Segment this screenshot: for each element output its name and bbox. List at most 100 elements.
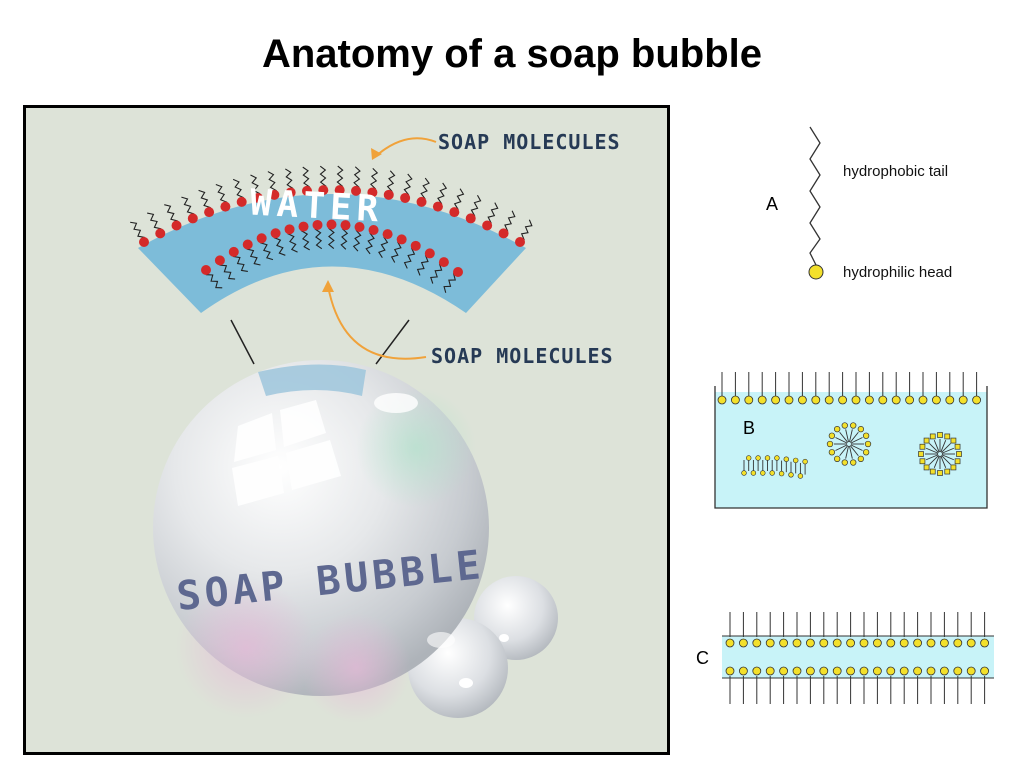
soap-molecule-layers <box>130 165 533 293</box>
film-top-head <box>966 638 976 648</box>
surface-head <box>972 395 982 405</box>
molecule-head <box>256 233 267 244</box>
hydrophobic-tail <box>809 126 821 266</box>
micelle-tail <box>941 443 951 453</box>
molecule-head <box>396 234 407 245</box>
micelle-tail <box>850 437 863 444</box>
iridescence-pink-2 <box>301 613 411 723</box>
micelle-tail <box>849 445 853 459</box>
micelle-head <box>937 432 943 438</box>
cluster-head <box>797 473 804 479</box>
iridescence-green <box>356 388 476 508</box>
surface-head <box>730 395 740 405</box>
molecule-head <box>482 220 493 231</box>
cluster-head <box>745 455 752 461</box>
micelle-tail <box>929 455 939 465</box>
surface-head <box>757 395 767 405</box>
surface-head <box>744 395 754 405</box>
page-title: Anatomy of a soap bubble <box>261 32 763 76</box>
micelle-head <box>864 440 872 448</box>
micelle-tail <box>849 431 859 443</box>
micelle-1 <box>826 422 872 466</box>
micelle-tail <box>849 445 859 457</box>
film-top-head <box>859 638 869 648</box>
film-bottom-head <box>738 666 748 676</box>
film-bottom-head <box>926 666 936 676</box>
micelle-head <box>944 468 951 475</box>
cluster-head <box>788 472 794 478</box>
film-top-head <box>725 638 735 648</box>
cluster-head <box>760 470 766 476</box>
cluster-head <box>792 457 799 464</box>
micelle-head <box>954 458 961 465</box>
micelle-head <box>956 451 962 457</box>
molecule-head <box>220 201 231 212</box>
hydrophilic-head-label: hydrophilic head <box>843 264 953 281</box>
film-top-head <box>738 638 748 648</box>
molecule-head <box>453 267 463 277</box>
micelle-tail <box>835 444 848 451</box>
micelle-tail <box>940 439 947 453</box>
molecule-head <box>187 213 198 224</box>
surface-head <box>945 395 955 405</box>
molecule-head <box>214 255 225 266</box>
micelle-head <box>828 449 836 456</box>
molecule-head <box>269 189 280 200</box>
micelle-head <box>923 437 930 444</box>
surface-head <box>824 395 834 405</box>
micelle-head <box>923 464 930 471</box>
film-bottom-head <box>846 666 856 676</box>
molecule-head <box>236 196 247 207</box>
film-bottom-head <box>792 666 802 676</box>
window-reflection <box>232 400 341 506</box>
panel-c-letter: C <box>696 648 709 668</box>
film-bottom-head <box>953 666 963 676</box>
molecule-head <box>155 228 166 239</box>
molecule-head <box>334 185 345 196</box>
cluster-head <box>769 470 775 476</box>
micelle-head <box>918 451 924 457</box>
bubble-highlight <box>374 393 418 413</box>
film-top-head <box>886 638 896 648</box>
surface-head <box>784 395 794 405</box>
film-bottom-head <box>966 666 976 676</box>
film-top-head <box>899 638 909 648</box>
molecule-head <box>171 220 182 231</box>
hydrophilic-head <box>808 264 824 280</box>
micelle-head <box>834 455 841 463</box>
micelle-tail <box>845 429 849 443</box>
molecule-head <box>253 192 264 203</box>
molecule-head <box>368 225 379 235</box>
micelle-head <box>850 459 857 466</box>
film-bottom-head <box>899 666 909 676</box>
cluster-head <box>764 455 771 461</box>
soap-molecules-label-top: SOAP MOLECULES <box>438 130 621 154</box>
micelle-tail <box>933 439 940 453</box>
soap-molecules-label-mid: SOAP MOLECULES <box>431 344 614 368</box>
film-top-head <box>752 638 762 648</box>
film-top-head <box>913 638 923 648</box>
micelle-head <box>950 437 957 444</box>
cluster-head <box>778 470 785 477</box>
surface-head <box>811 395 821 405</box>
hydrophobic-tail-label: hydrophobic tail <box>843 163 949 180</box>
molecule-head <box>410 240 421 251</box>
micelle-head <box>841 422 848 429</box>
micelle-head <box>937 470 943 476</box>
pointer-line-left <box>230 319 255 365</box>
film-top-head <box>939 638 949 648</box>
micelle-tail <box>933 455 940 469</box>
micelle-head <box>919 443 926 450</box>
surface-head <box>891 395 901 405</box>
arrow-mid-head <box>322 280 334 292</box>
molecule-head <box>326 219 337 230</box>
film-top-head <box>819 638 829 648</box>
molecule-head <box>432 201 443 212</box>
molecule-head <box>318 185 329 196</box>
molecule-head <box>270 228 281 239</box>
micelle-head <box>828 432 836 439</box>
film-bottom-head <box>832 666 842 676</box>
micelle-tail <box>849 429 853 443</box>
cluster-head <box>750 470 757 476</box>
film-bottom-head <box>765 666 775 676</box>
